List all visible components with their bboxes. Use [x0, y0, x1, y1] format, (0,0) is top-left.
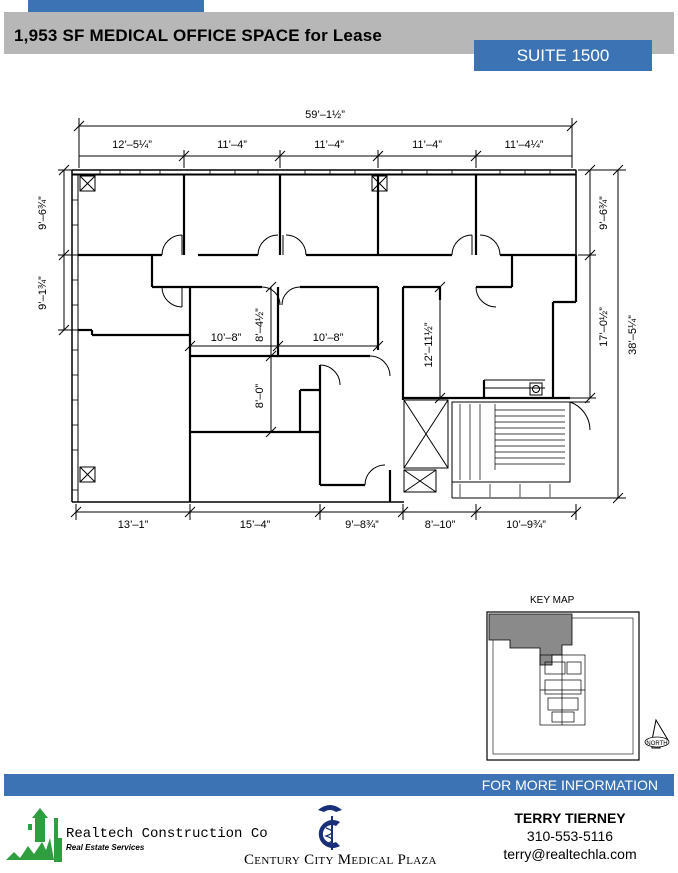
- dim-overall-width: 59’–1½”: [305, 109, 345, 121]
- dim-bottom-4: 8’–10”: [425, 519, 456, 531]
- ccmp-name: Century City Medical Plaza: [244, 852, 437, 868]
- top-accent-bar: [28, 0, 204, 12]
- realtech-tagline: Real Estate Services: [66, 843, 145, 852]
- page-title: 1,953 SF MEDICAL OFFICE SPACE for Lease: [14, 26, 383, 45]
- key-map: [486, 611, 640, 761]
- dim-top-3: 11’–4”: [314, 139, 344, 151]
- dim-top-5: 11’–4¼”: [505, 139, 544, 151]
- dim-left-1: 9’–6¾”: [37, 196, 49, 230]
- suite-badge: SUITE 1500: [474, 40, 652, 71]
- dim-interior-3: 10’–8”: [313, 332, 344, 344]
- dim-bottom-1: 13’–1”: [118, 519, 149, 531]
- key-map-label: KEY MAP: [530, 595, 575, 606]
- dim-interior-2: 8’–4½”: [254, 308, 266, 342]
- contact-block: TERRY TIERNEY 310-553-5116 terry@realtec…: [480, 810, 660, 862]
- realtech-company-name: Realtech Construction Co: [66, 826, 268, 842]
- dim-bottom-3: 9’–8¾”: [345, 519, 379, 531]
- dim-right-overall: 38’–5¼”: [627, 315, 639, 355]
- dim-interior-5: 8’–0”: [254, 383, 266, 408]
- dim-bottom-5: 10’–9¾”: [506, 519, 546, 531]
- dim-interior-1: 10’–8”: [211, 332, 242, 344]
- dim-bottom-2: 15’–4”: [240, 519, 271, 531]
- contact-phone: 310-553-5116: [526, 828, 614, 844]
- north-label: NORTH: [646, 741, 667, 747]
- dim-top-2: 11’–4”: [217, 139, 247, 151]
- north-arrow-icon: NORTH: [644, 718, 670, 749]
- footer-band: [4, 774, 674, 796]
- dim-interior-4: 12’–11½”: [423, 322, 435, 367]
- ccmp-logo-icon: [318, 805, 342, 850]
- realtech-logo-icon: [6, 808, 62, 862]
- dim-top-1: 12’–5¼”: [112, 139, 152, 151]
- contact-email[interactable]: terry@realtechla.com: [503, 846, 637, 862]
- contact-name: TERRY TIERNEY: [514, 810, 626, 826]
- more-info-label: FOR MORE INFORMATION: [481, 777, 658, 793]
- dim-left-2: 9’–1¾”: [37, 276, 49, 310]
- dim-right-2: 17’–0½”: [598, 307, 610, 347]
- dim-top-4: 11’–4”: [412, 139, 442, 151]
- dim-right-1: 9’–6¾”: [598, 196, 610, 230]
